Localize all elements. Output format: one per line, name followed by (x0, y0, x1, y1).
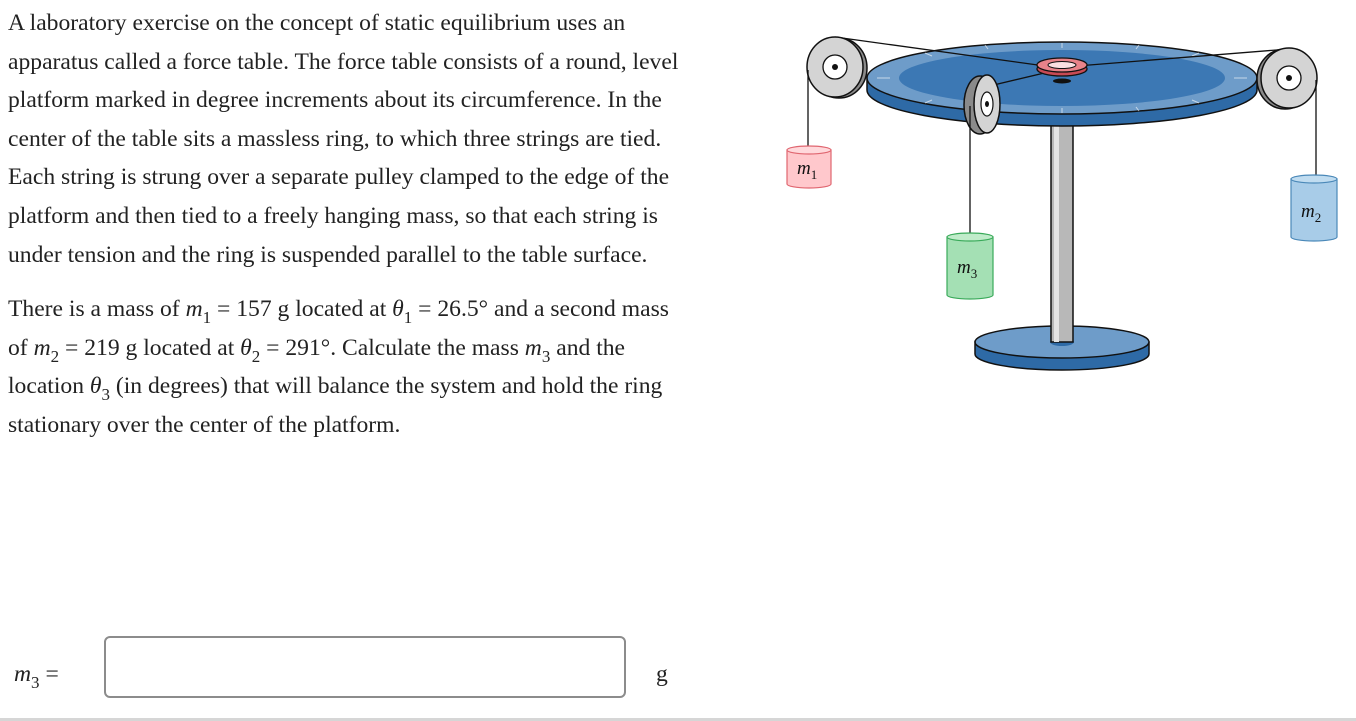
mass-m3 (946, 232, 994, 300)
answer-m-symbol: m (14, 661, 32, 687)
pulley-right (1256, 47, 1318, 110)
mass-m3-label: m3 (957, 257, 977, 281)
problem-statement: A laboratory exercise on the concept of … (8, 4, 688, 445)
given-text-located: located at (137, 334, 241, 361)
given-text-calculate: . Calculate the mass (330, 334, 525, 361)
mass-m1 (786, 145, 832, 189)
theta1-subscript: 1 (403, 307, 413, 327)
m3-symbol: m (524, 334, 542, 361)
hanging-strings (807, 70, 1317, 236)
bottom-divider (0, 718, 1356, 721)
m1-subscript: 1 (202, 307, 212, 327)
m3-unit-label: g (656, 661, 668, 687)
pulley-left (806, 36, 868, 99)
problem-paragraph-given: There is a mass of m1 = 157 g located at… (8, 290, 688, 444)
answer-m-subscript: 3 (31, 672, 40, 692)
m2-subscript: 2 (50, 346, 60, 366)
mass-m2-label: m2 (1301, 201, 1321, 225)
post-highlight (1054, 124, 1059, 342)
table-center-hole (1053, 78, 1071, 84)
force-table-figure: m1 m2 m3 (775, 28, 1355, 388)
force-table-illustration: m1 m2 m3 (786, 36, 1338, 371)
theta2-value: 291° (285, 334, 331, 361)
theta1-symbol: θ (392, 296, 404, 323)
equals-sign: = (211, 296, 237, 323)
m1-value: 157 g (236, 296, 290, 323)
answer-equals: = (39, 661, 59, 687)
m3-subscript: 3 (541, 346, 551, 366)
pulley-front (963, 74, 1001, 135)
theta1-value: 26.5° (437, 296, 489, 323)
given-text-closing: (in degrees) that will balance the syste… (8, 373, 663, 438)
m2-value: 219 g (84, 334, 138, 361)
problem-paragraph-description: A laboratory exercise on the concept of … (8, 10, 679, 268)
given-text-intro: There is a mass of (8, 296, 186, 323)
theta3-symbol: θ (89, 373, 102, 400)
m3-answer-label: m3 = (14, 656, 59, 692)
equals-sign: = (260, 334, 286, 361)
given-text-second: and a second mass of (8, 296, 669, 361)
given-text-located: located at (289, 296, 393, 323)
given-text-location: and the location (8, 334, 626, 400)
equals-sign: = (412, 296, 438, 323)
m3-answer-input[interactable] (104, 636, 626, 698)
m1-symbol: m (185, 296, 203, 323)
equals-sign: = (59, 334, 85, 361)
theta2-symbol: θ (240, 334, 252, 361)
theta3-subscript: 3 (101, 385, 111, 405)
mass-m1-label: m1 (797, 158, 817, 182)
mass-m2 (1290, 174, 1338, 242)
theta2-subscript: 2 (251, 346, 261, 366)
center-ring (1036, 57, 1088, 77)
m2-symbol: m (33, 334, 51, 361)
